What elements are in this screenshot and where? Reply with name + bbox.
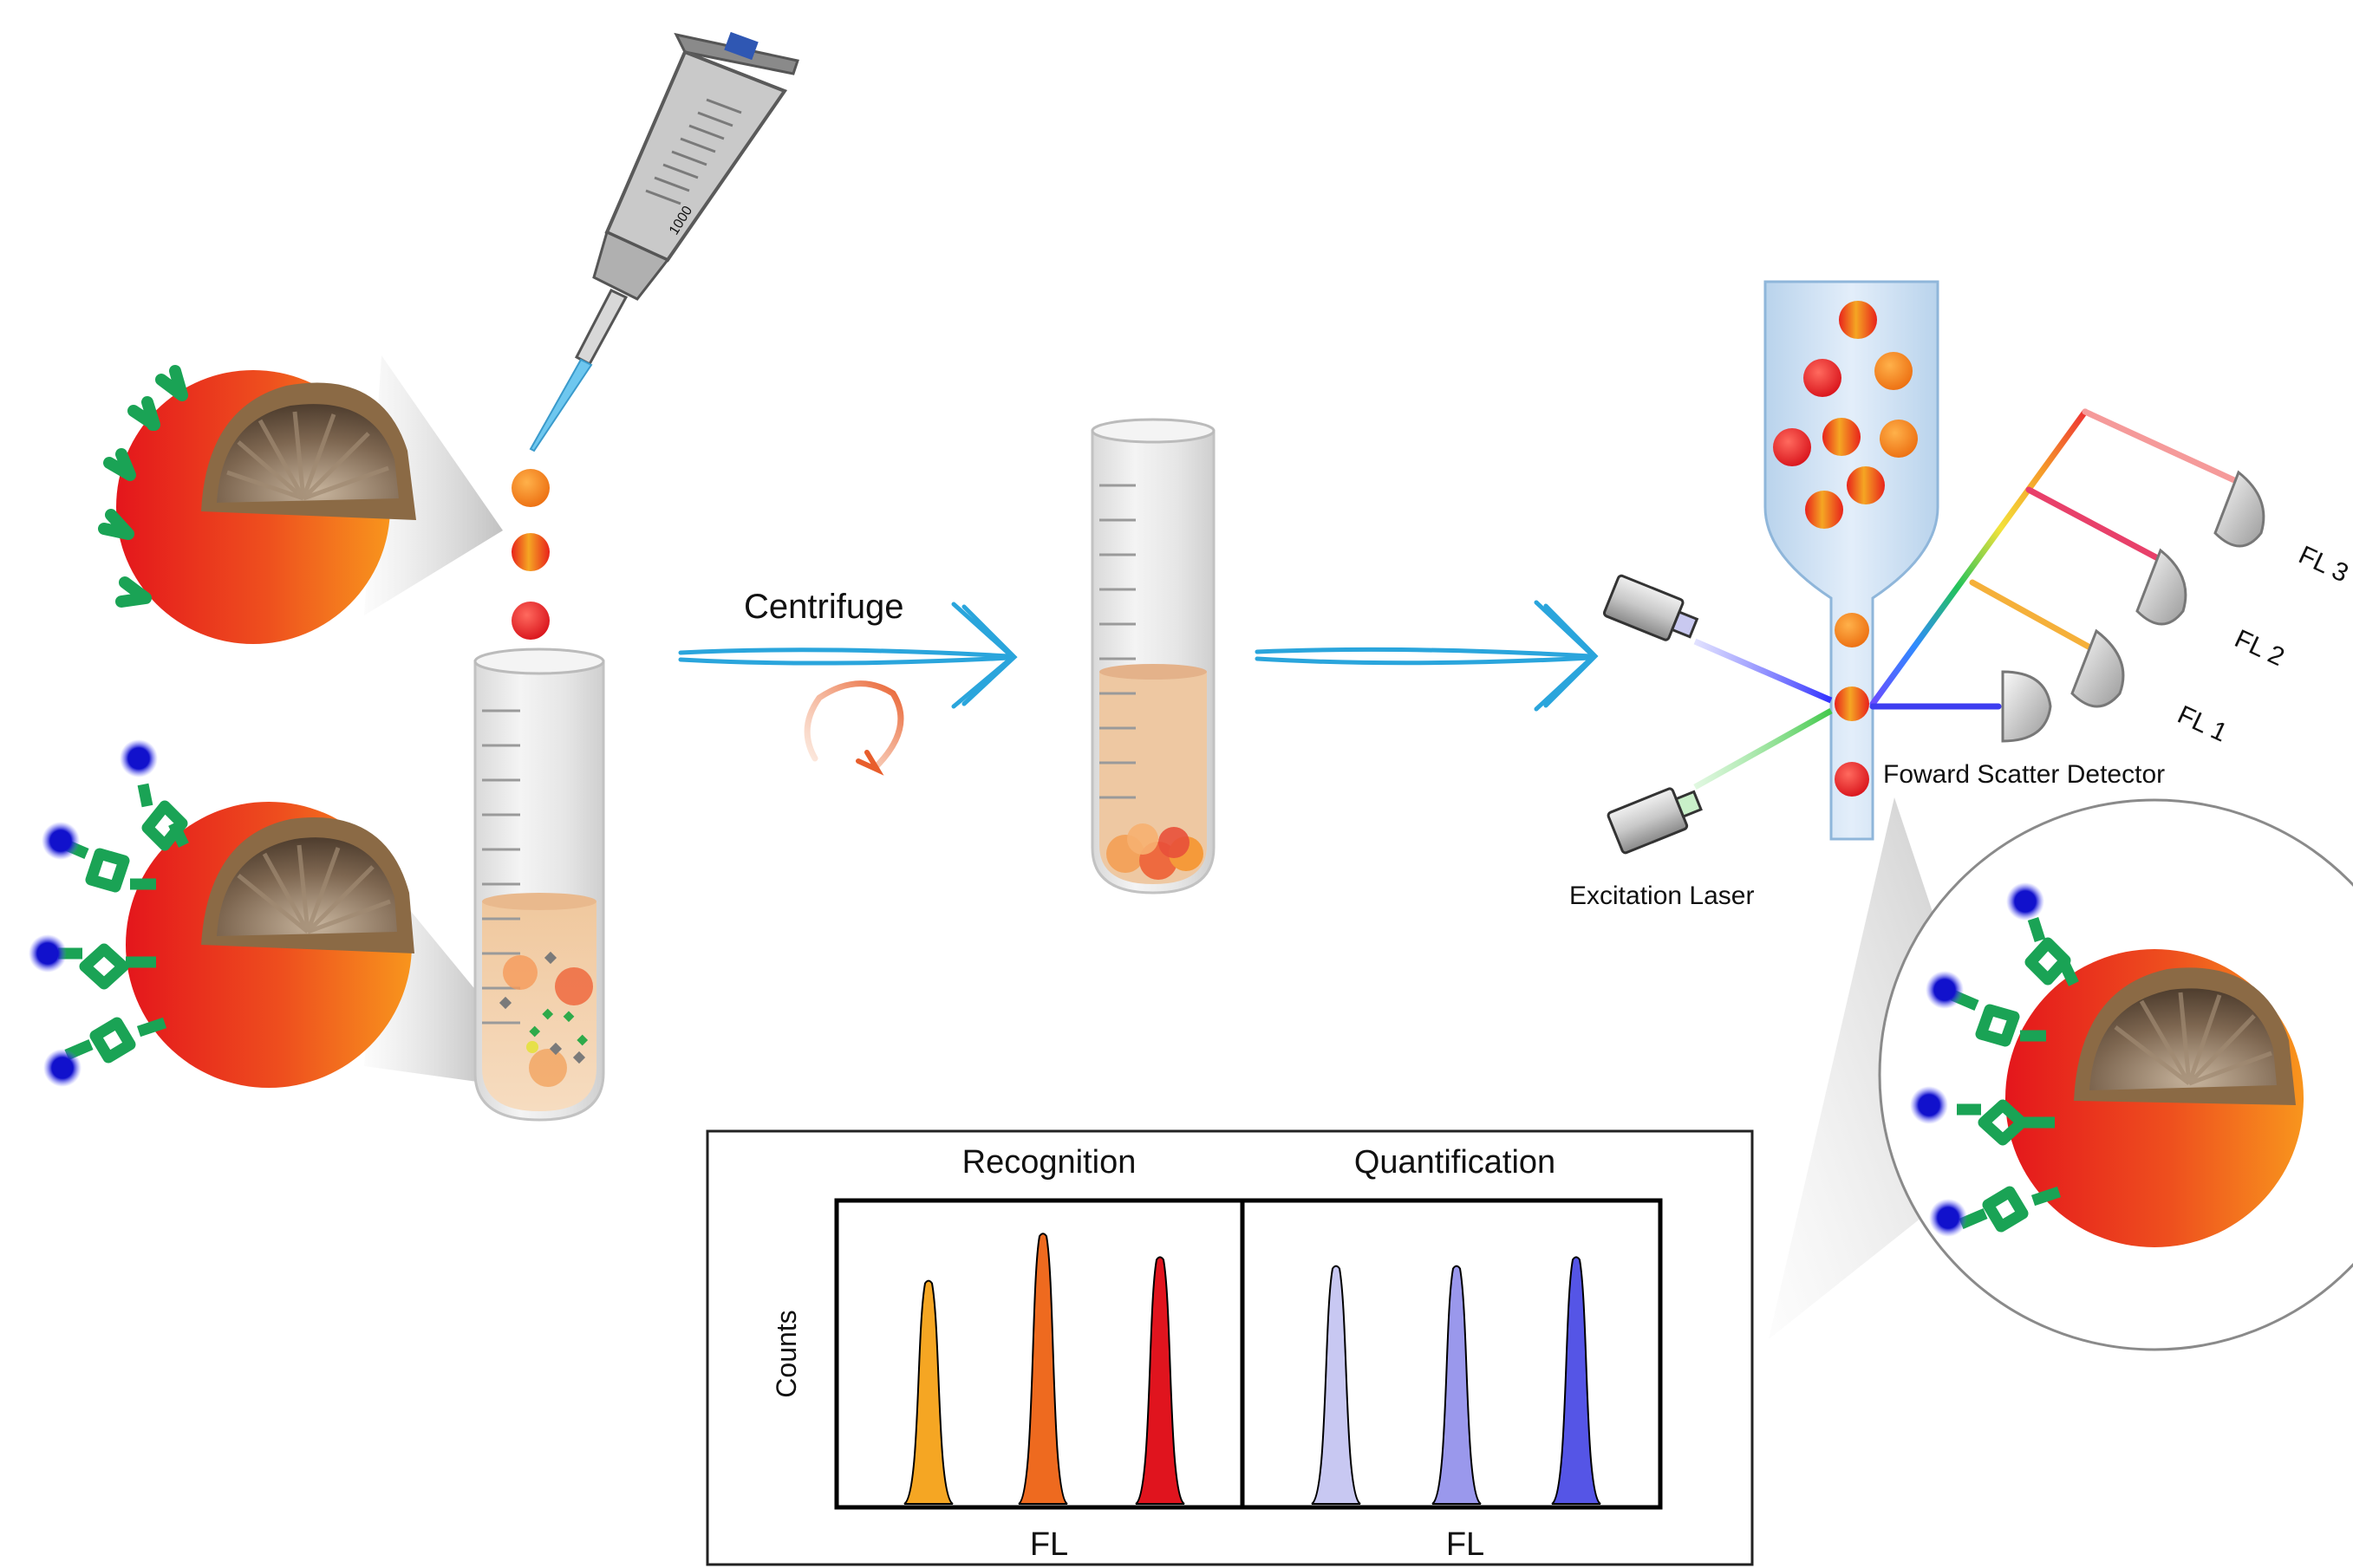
quantification-peaks	[1308, 1256, 1604, 1505]
fl3-detector	[2213, 470, 2265, 548]
x-axis-label-right: FL	[1446, 1526, 1484, 1563]
antibody-icon	[98, 365, 188, 608]
pipette-illustration: 1000	[529, 31, 799, 452]
recognition-peak-1	[901, 1279, 956, 1505]
rotation-icon	[804, 680, 904, 776]
excitation-laser-label: Excitation Laser	[1569, 882, 1754, 910]
falling-bead-orange	[512, 469, 550, 507]
zoomed-bead-illustration	[1878, 798, 2353, 1351]
recognition-peak-3	[1132, 1256, 1188, 1505]
transfer-arrow	[1255, 600, 1599, 712]
bead-pellet	[1106, 823, 1203, 880]
forward-scatter-detector-label: Foward Scatter Detector	[1883, 760, 2165, 789]
fl2-label: FL 2	[2230, 624, 2288, 672]
quantification-title: Quantification	[1354, 1144, 1555, 1181]
quantification-peak-1	[1308, 1265, 1364, 1505]
sample-tube-2	[1091, 418, 1216, 895]
laser-blue	[1602, 574, 1833, 704]
dye-icon	[29, 739, 158, 1087]
y-axis-label: Counts	[771, 1310, 802, 1397]
fl1-detector	[2070, 628, 2125, 708]
quantification-peak-3	[1548, 1256, 1604, 1505]
centrifuge-label: Centrifuge	[744, 588, 904, 626]
quantification-plot-area	[1240, 1198, 1663, 1510]
laser-green	[1607, 707, 1833, 855]
falling-bead-red	[512, 602, 550, 640]
dye-icon	[1910, 882, 2044, 1237]
sample-tube-1	[473, 647, 605, 1122]
recognition-peak-2	[1015, 1233, 1071, 1505]
quantification-peak-2	[1429, 1265, 1484, 1505]
emission-beams	[1869, 408, 2249, 710]
histogram-panel: Recognition Quantification Counts FL FL	[706, 1129, 1754, 1566]
capture-bead-illustration	[98, 365, 416, 644]
flow-cell	[1763, 280, 1939, 841]
recognition-peaks	[901, 1233, 1188, 1505]
forward-scatter-detector	[2001, 670, 2052, 743]
fl2-detector	[2135, 548, 2187, 626]
magnification-cone-top	[364, 355, 503, 615]
fl1-label: FL 1	[2174, 700, 2232, 748]
falling-bead-mixed	[512, 533, 550, 571]
recognition-title: Recognition	[962, 1144, 1137, 1181]
sandwich-bead-illustration	[29, 739, 414, 1088]
centrifuge-arrow	[678, 602, 1018, 709]
fl3-label: FL 3	[2294, 541, 2352, 589]
x-axis-label-left: FL	[1030, 1526, 1068, 1563]
